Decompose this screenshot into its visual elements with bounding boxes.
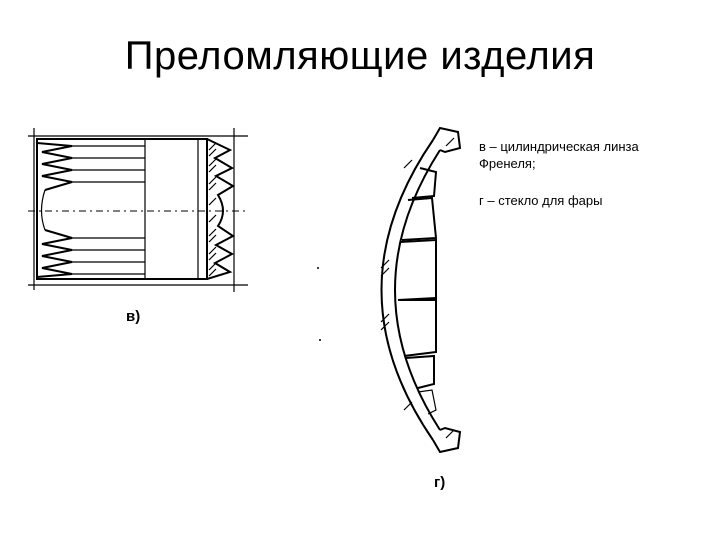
fresnel-lens-drawing [28, 128, 248, 292]
caption-v-line-1: в – цилиндрическая линза [479, 139, 639, 154]
figure-caption: в – цилиндрическая линза Френеля; г – ст… [479, 138, 679, 209]
caption-g-line: г – стекло для фары [479, 193, 603, 208]
headlight-glass-drawing [380, 126, 462, 454]
slide-title: Преломляющие изделия [124, 34, 596, 78]
figure-label-v: в) [126, 308, 141, 325]
figure-label-g: г) [434, 474, 446, 491]
caption-v-line-2: Френеля; [479, 156, 536, 171]
